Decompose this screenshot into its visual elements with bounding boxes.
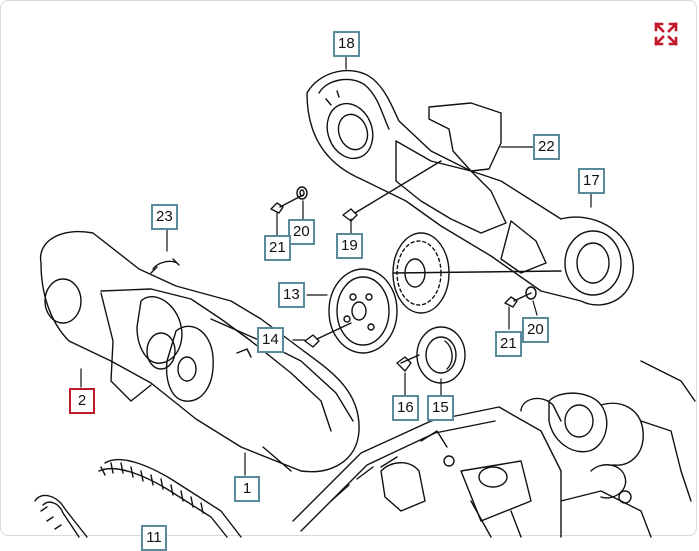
callout-20-lower[interactable]: 20 [522,317,549,343]
callout-17[interactable]: 17 [578,168,605,194]
callout-19[interactable]: 19 [336,233,363,259]
drive-belts [34,458,242,538]
callout-20[interactable]: 20 [288,219,315,245]
callout-1[interactable]: 1 [234,476,260,502]
callout-15[interactable]: 15 [427,395,454,421]
callout-21[interactable]: 21 [264,235,291,261]
vibration-damper [396,326,466,384]
callout-23[interactable]: 23 [151,204,178,230]
callout-21-lower[interactable]: 21 [495,331,522,357]
callout-14[interactable]: 14 [257,327,284,353]
camshaft-sprocket [392,232,562,314]
expand-arrows-icon[interactable] [653,21,679,47]
engine-block [292,360,696,538]
callout-13[interactable]: 13 [278,282,305,308]
callout-11[interactable]: 11 [141,525,167,551]
lower-timing-belt-cover [39,231,360,473]
clip [150,258,180,274]
callout-16[interactable]: 16 [392,395,419,421]
callout-22[interactable]: 22 [533,134,560,160]
upper-timing-belt-cover [306,69,634,306]
callout-leader-lines [80,56,592,476]
callout-18[interactable]: 18 [333,31,360,57]
bolts-and-washers [270,160,537,348]
callout-2[interactable]: 2 [69,388,95,414]
exploded-parts-drawing [34,56,696,538]
hub-pulley [328,268,398,354]
